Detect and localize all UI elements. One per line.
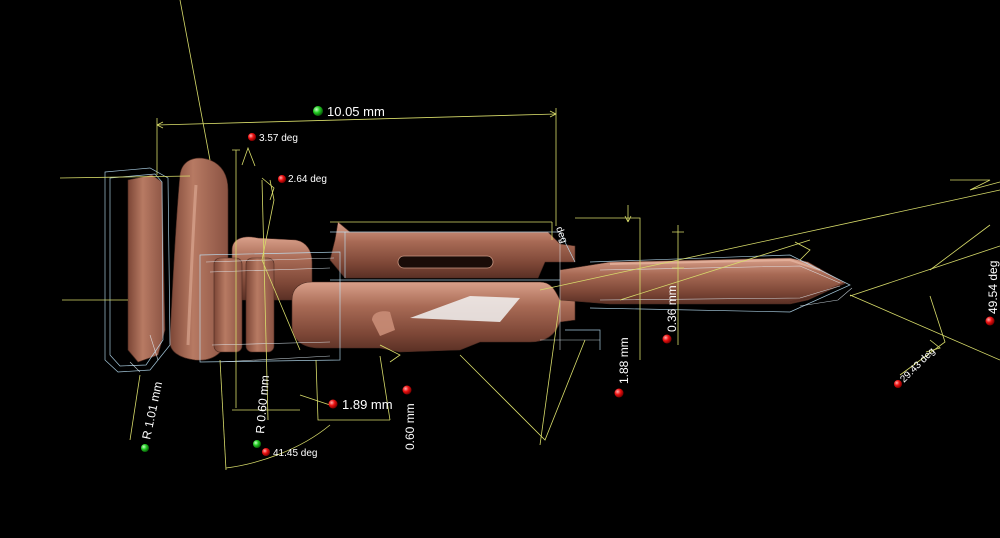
measurement-markers [141,106,995,456]
label-r-1-01-mm[interactable]: R 1.01 mm [139,380,165,440]
marker-1-88-mm [614,388,624,398]
dimension-lines [59,0,1000,471]
marker-0-60-mm [402,385,412,395]
label-0-36-mm[interactable]: 0.36 mm [665,285,679,332]
marker-1-89-mm [328,399,338,409]
marker-41-45-deg [262,448,270,456]
marker-0-36-mm [662,334,672,344]
label-r-0-60-mm[interactable]: R 0.60 mm [253,375,272,435]
label-29-43-deg[interactable]: 29.43 deg [898,346,937,385]
marker-10-05-mm [313,106,323,116]
marker-2-64-deg [278,175,286,183]
label-41-45-deg[interactable]: 41.45 deg [273,448,318,459]
label-deg[interactable]: deg [553,225,569,244]
marker-r-1-01-mm [141,444,149,452]
label-1-88-mm[interactable]: 1.88 mm [617,337,631,384]
marker-49-54-deg [985,316,995,326]
label-10-05-mm[interactable]: 10.05 mm [327,104,385,119]
marker-r-0-60-mm [253,440,261,448]
label-3-57-deg[interactable]: 3.57 deg [259,133,298,144]
marker-3-57-deg [248,133,256,141]
label-49-54-deg[interactable]: 49.54 deg [986,261,1000,314]
label-0-60-mm[interactable]: 0.60 mm [403,403,417,450]
label-2-64-deg[interactable]: 2.64 deg [288,174,327,185]
terminal-part [127,157,846,363]
marker-29-43-deg [894,380,902,388]
cad-wireframe [104,167,853,373]
label-1-89-mm[interactable]: 1.89 mm [342,397,393,412]
